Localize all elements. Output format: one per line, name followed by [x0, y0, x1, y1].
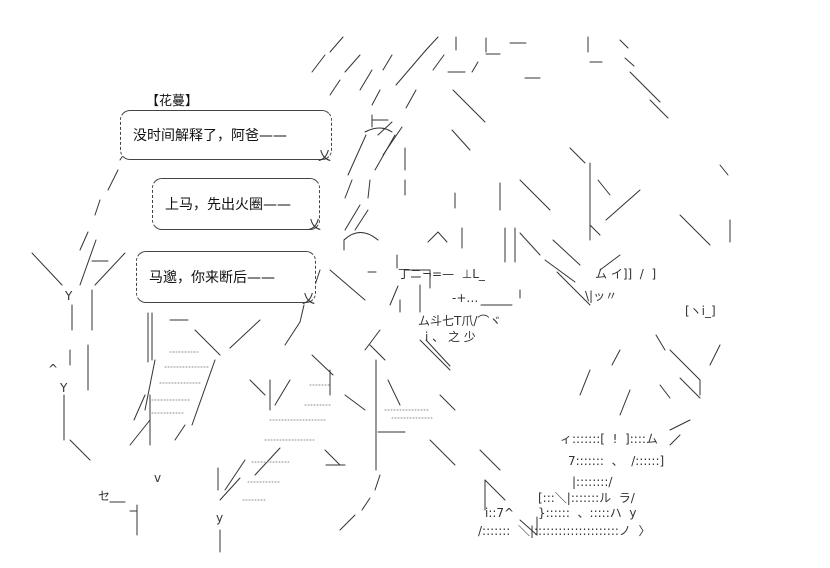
dialogue-line-2: 上马，先出火圈—— [165, 197, 291, 213]
art-hand-lower-4: [:::＼|:::::::ル ラ/ [538, 491, 635, 505]
art-right-eye: [ヽi_] [685, 304, 716, 318]
art-hand-lower-3: |::::::::/ [572, 475, 613, 489]
speech-bubble-3: 马邈，你来断后—— [136, 251, 316, 303]
art-hand-lower-7: i::7^ [485, 506, 515, 520]
art-left-y3: y [216, 511, 224, 525]
art-left-se: セ [98, 489, 111, 503]
art-left-v: v [154, 471, 162, 485]
dialogue-line-1: 没时间解释了，阿爸—— [133, 128, 287, 144]
bubble-tail-2: 乂 [308, 218, 322, 233]
art-hand-lower-5: }:::::: 、:::::ハ y [538, 506, 637, 520]
bubble-tail-1: 乂 [318, 149, 332, 164]
art-right-mid2: \|ッ〃 [585, 289, 618, 303]
art-mouth-line: ム斗七T爪/⌒ヾ [418, 314, 502, 328]
art-mouth-sub: i 、 之 少 [425, 330, 476, 344]
art-left-y2: Y [60, 381, 68, 395]
speech-bubble-1: 没时间解释了，阿爸—— [120, 110, 332, 160]
dialogue-line-3: 马邈，你来断后—— [149, 270, 275, 286]
art-plus-bar: -+… [452, 291, 479, 305]
art-right-mid: ム イ]] / ] [595, 267, 657, 281]
art-hand-lower-1: ィ:::::::[ ! ]::::ム [560, 432, 658, 446]
art-left-y1: Y [65, 289, 73, 303]
art-hand-lower-6: /::::::: ＼|:::::::::::::::::::::ノ 〉 [478, 524, 651, 538]
speaker-name: 【花蔓】 [146, 94, 199, 109]
art-teeth-bar: 丁ニ¬=— ⊥L_ [398, 267, 485, 281]
bubble-tail-3: 乂 [302, 292, 316, 307]
speech-bubble-2: 上马，先出火圈—— [152, 178, 320, 230]
art-hand-lower-2: 7::::::: 、 /::::::] [568, 454, 665, 468]
art-left-hat: ^ [48, 362, 59, 376]
